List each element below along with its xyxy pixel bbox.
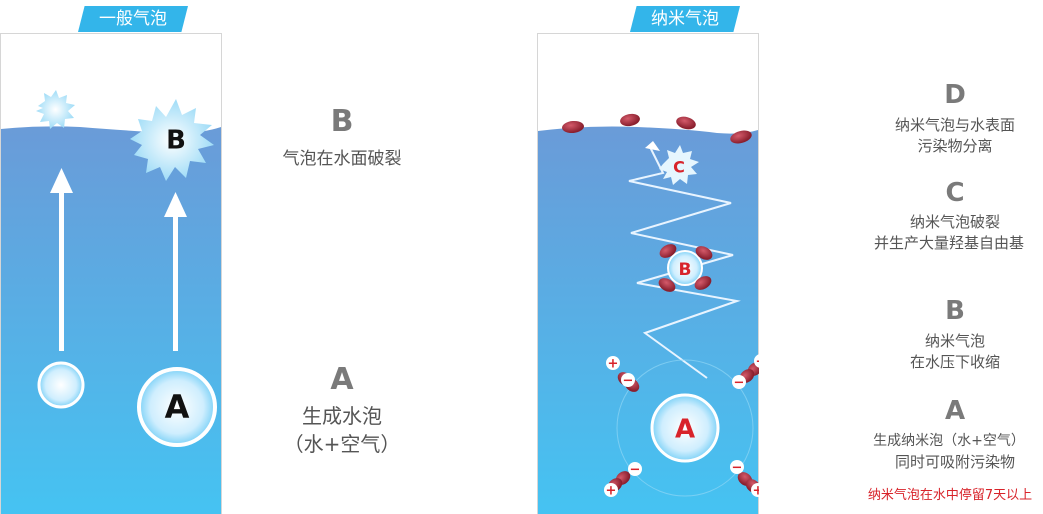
bubble-c-burst — [659, 145, 699, 185]
stage-b-desc: 气泡在水面破裂 — [282, 149, 402, 169]
minus-sign: − — [623, 374, 634, 389]
stage-b-letter-right: B — [945, 296, 965, 326]
stage-c-letter: C — [945, 178, 965, 208]
stage-a-letter-right: A — [944, 396, 966, 426]
tab-nano-bubble: 纳米气泡 — [630, 6, 740, 32]
rise-arrow-large — [164, 192, 187, 351]
bubble-large — [137, 367, 217, 447]
rise-arrow-small — [50, 168, 73, 351]
bubble-small — [37, 361, 85, 409]
normal-bubble-tank: B A — [0, 33, 222, 514]
bubble-a-label: A — [675, 415, 695, 445]
tab-normal-bubble: 一般气泡 — [78, 6, 188, 32]
ion-pair-top-right: + − — [732, 354, 759, 391]
stage-a-line1: 生成水泡 — [302, 404, 382, 428]
bubble-b-pollutants — [658, 244, 713, 292]
stage-b-line1-right: 纳米气泡 — [924, 332, 985, 350]
minus-sign: − — [732, 461, 743, 476]
ion-pair-bottom-left: − + — [604, 462, 642, 499]
bubble-a — [650, 393, 720, 463]
stage-b-letter: B — [330, 104, 354, 139]
nano-bubble-tank: C B A + − + − — [537, 33, 759, 514]
bubble-b-label: B — [679, 260, 692, 280]
minus-sign: − — [734, 376, 745, 391]
bubble-b — [667, 250, 703, 286]
stage-a-letter: A — [330, 362, 354, 397]
bubble-a-label: A — [165, 388, 190, 426]
burst-small — [36, 90, 75, 129]
retention-note: 纳米气泡在水中停留7天以上 — [867, 488, 1033, 503]
ion-pair-bottom-right: − + — [730, 460, 759, 499]
plus-sign: + — [756, 355, 759, 370]
ion-pair-top-left: + − — [606, 356, 640, 392]
stage-c-line2: 并生产大量羟基自由基 — [873, 234, 1024, 252]
zigzag-path — [628, 144, 741, 379]
stage-a-line2: （水+空气） — [283, 432, 401, 456]
minus-sign: − — [630, 463, 641, 478]
stage-c-line1: 纳米气泡破裂 — [909, 213, 1000, 231]
stage-a-line2-right: 同时可吸附污染物 — [894, 453, 1015, 471]
plus-sign: + — [606, 484, 617, 499]
stage-b-line2-right: 在水压下收缩 — [909, 353, 1000, 371]
surface-pollutants — [562, 113, 752, 144]
bubble-b-label: B — [166, 126, 186, 156]
plus-sign: + — [753, 484, 759, 499]
plus-sign: + — [608, 357, 619, 372]
water-surface — [1, 126, 221, 514]
stage-d-line2: 污染物分离 — [917, 137, 993, 155]
bubble-a-halo — [616, 359, 754, 497]
burst-large — [130, 99, 214, 181]
stage-d-letter: D — [944, 80, 966, 110]
stage-a-line1-right: 生成纳米泡（水+空气） — [873, 433, 1025, 449]
path-arrowhead — [645, 141, 660, 151]
stage-d-line1: 纳米气泡与水表面 — [894, 116, 1015, 134]
bubble-c-label: C — [673, 158, 685, 177]
